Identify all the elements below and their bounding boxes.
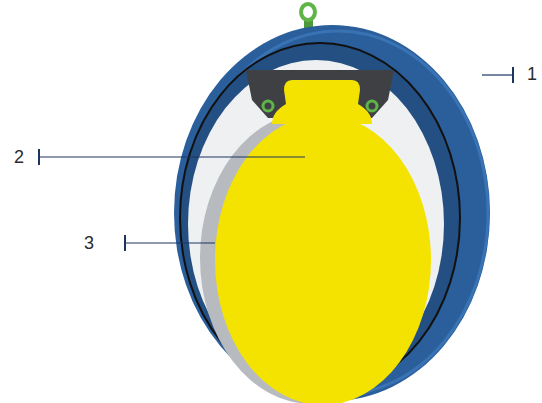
callout-number: 3 [84, 233, 94, 253]
leader-line [482, 74, 513, 75]
hinge-pin [367, 101, 377, 111]
leader-tick [38, 149, 40, 165]
hinge-pin [263, 101, 273, 111]
leader-line [125, 242, 215, 243]
callout-number: 1 [527, 64, 537, 84]
callout-number: 2 [14, 147, 24, 167]
leader-tick [512, 67, 514, 83]
valve-disc [215, 115, 431, 403]
eye-bolt-ring [301, 4, 315, 20]
leader-tick [124, 235, 126, 251]
leader-line [39, 156, 305, 157]
disc-tab [272, 80, 372, 124]
